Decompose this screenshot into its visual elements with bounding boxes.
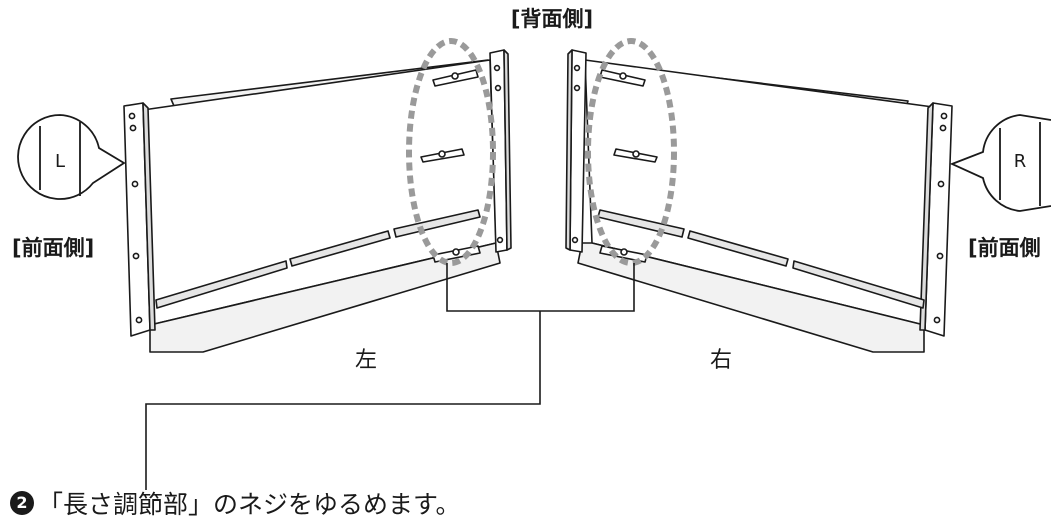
front-side-label-right: [前面側 xyxy=(968,236,1041,260)
left-panel-label: 左 xyxy=(355,348,377,373)
left-marker-callout xyxy=(17,114,126,200)
step-number-badge: 2 xyxy=(10,491,34,515)
left-adjust-highlight xyxy=(406,38,496,266)
right-adjust-highlight xyxy=(585,38,677,266)
right-panel-label: 右 xyxy=(710,348,732,373)
leader-lines xyxy=(145,263,635,490)
instruction-step: 2 「長さ調節部」のネジをゆるめます。 xyxy=(10,486,461,520)
instruction-text: 「長さ調節部」のネジをゆるめます。 xyxy=(38,490,461,519)
left-side-panel xyxy=(123,49,512,353)
front-side-label-left: [前面側] xyxy=(12,236,94,260)
right-marker-callout xyxy=(949,114,1051,212)
right-side-panel xyxy=(565,49,953,353)
left-marker-letter: L xyxy=(55,151,65,172)
right-marker-letter: R xyxy=(1014,151,1027,172)
back-side-label: [背面側] xyxy=(511,7,593,31)
